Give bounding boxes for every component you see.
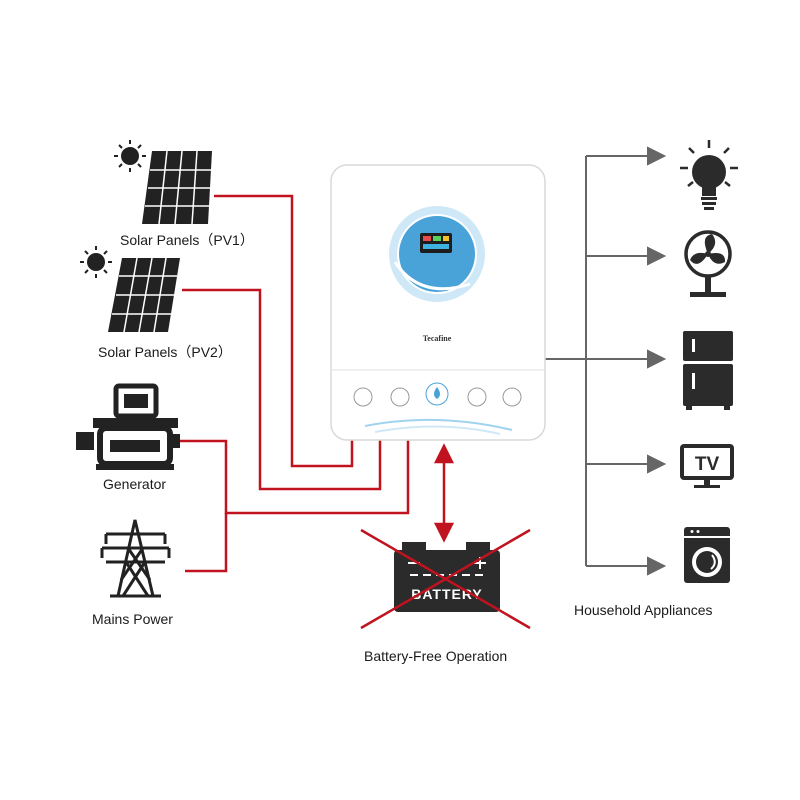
generator-icon <box>76 383 180 470</box>
mains-label: Mains Power <box>92 611 173 627</box>
inverter-display <box>389 206 485 302</box>
inverter-brand: Tecafine <box>423 334 452 343</box>
arrow-head-fan <box>647 246 667 266</box>
appliances-caption: Household Appliances <box>574 602 713 618</box>
output-arrows <box>545 146 667 576</box>
arrow-head-light <box>647 146 667 166</box>
source-wires <box>178 194 410 573</box>
tv-text: TV <box>695 454 720 475</box>
battery-cross-icon <box>360 528 531 630</box>
solar-panel-pv2 <box>80 246 180 333</box>
generator-label: Generator <box>103 476 167 492</box>
inverter-button-4[interactable] <box>467 387 487 407</box>
pv2-label: Solar Panels（PV2） <box>98 344 232 360</box>
sun-icon <box>114 140 146 172</box>
arrow-head-tv <box>647 454 667 474</box>
inverter-button-5[interactable] <box>502 387 522 407</box>
refrigerator-icon <box>683 331 733 410</box>
arrow-head-fridge <box>647 349 667 369</box>
inverter-buttons <box>353 382 522 407</box>
inverter-unit: Tecafine <box>330 164 546 441</box>
solar-panel-icon <box>142 150 212 225</box>
washing-machine-icon <box>684 527 730 583</box>
inverter-button-drop[interactable] <box>425 382 449 406</box>
pv1-label: Solar Panels（PV1） <box>120 232 254 248</box>
fan-icon <box>684 230 732 297</box>
solar-panel-icon <box>108 257 180 333</box>
mains-wire <box>185 513 228 573</box>
inverter-button-2[interactable] <box>390 387 410 407</box>
sun-icon <box>80 246 112 278</box>
light-bulb-icon <box>680 140 738 210</box>
solar-panel-pv1 <box>114 140 212 225</box>
arrow-head-washer <box>647 556 667 576</box>
pv2-wire <box>182 288 382 491</box>
pv1-wire <box>214 194 354 468</box>
transmission-tower-icon <box>100 519 171 598</box>
battery-link-arrow <box>433 443 455 543</box>
inverter-button-1[interactable] <box>353 387 373 407</box>
battery-caption: Battery-Free Operation <box>364 648 508 664</box>
tv-icon: TV <box>680 444 734 488</box>
